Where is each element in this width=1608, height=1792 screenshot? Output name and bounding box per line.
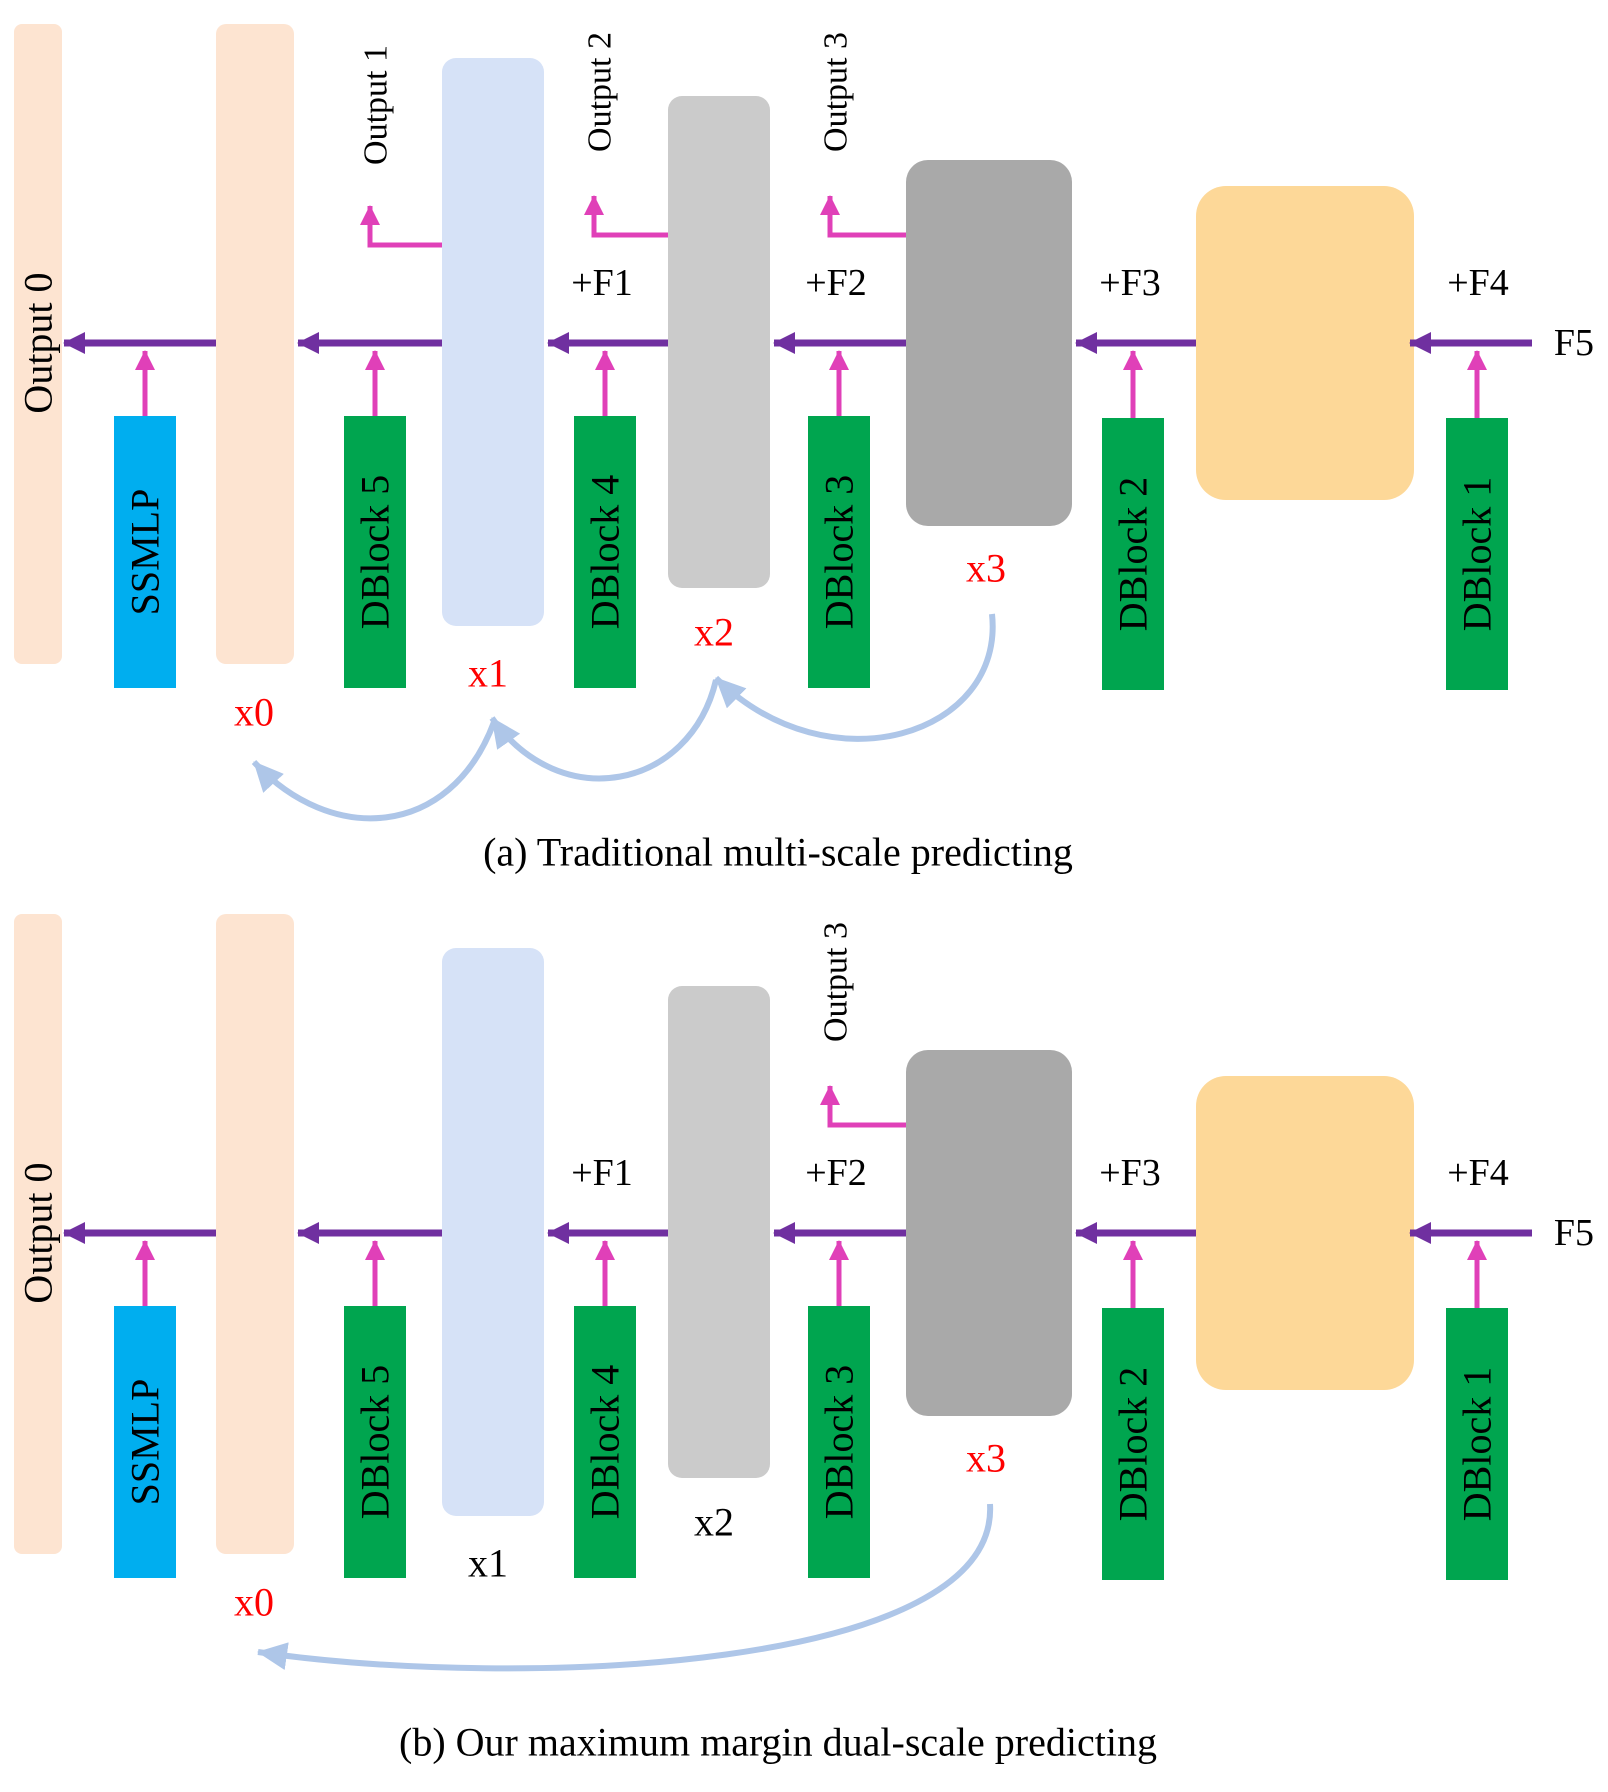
x0-feature-bar [216,914,294,1554]
label-x2: x2 [694,1500,734,1545]
feature-label-2: +F2 [805,262,867,304]
caption-b: (b) Our maximum margin dual-scale predic… [399,1720,1157,1765]
feature-label-1: +F1 [571,262,633,304]
panel-b: SSMLP DBlock 5 DBlock 4 DBlock 3 DBlock 2 DBl… [14,914,1594,1765]
skip-arrow-x1-x0 [251,720,497,822]
output0-bar [14,24,62,664]
caption-a: (a) Traditional multi-scale predicting [483,830,1073,875]
label-x1: x1 [468,651,508,696]
x2-feature-bar [668,986,770,1478]
dblock-2 [1102,1308,1164,1580]
dblock-5 [344,1306,406,1578]
input-f5-label: F5 [1554,322,1594,364]
dblock-5-label: DBlock 5 [353,1365,398,1519]
bottleneck-block [1196,186,1414,500]
feature-label-4: +F4 [1447,1152,1509,1194]
label-x0: x0 [234,1580,274,1625]
ssmlp-block [114,416,176,688]
side-output-label-output3: Output 3 [818,922,855,1042]
dblock-4-label: DBlock 4 [583,475,628,629]
side-output-arrow-output3 [820,195,906,238]
dblock-5 [344,416,406,688]
dblock-3-label: DBlock 3 [817,475,862,629]
label-x0: x0 [234,690,274,735]
label-x2: x2 [694,610,734,655]
dblock-3-label: DBlock 3 [817,1365,862,1519]
x1-feature-bar [442,58,544,626]
side-output-label-output1: Output 1 [358,45,395,165]
side-output-arrow-output2 [584,195,668,238]
side-output-label-output3: Output 3 [818,32,855,152]
x3-feature-bar [906,160,1072,526]
label-x3: x3 [966,1436,1006,1481]
feature-label-4: +F4 [1447,262,1509,304]
label-x3: x3 [966,546,1006,591]
panel-a: SSMLP DBlock 5 DBlock 4 DBlock 3 DBlock 2 DBl… [14,24,1594,875]
dblock-2-label: DBlock 2 [1111,477,1156,631]
input-f5-label: F5 [1554,1212,1594,1254]
dblock-1-label: DBlock 1 [1455,477,1500,631]
dblock-4 [574,1306,636,1578]
dblock-5-label: DBlock 5 [353,475,398,629]
feature-label-1: +F1 [571,1152,633,1194]
skip-arrow-x2-x1 [489,679,719,782]
dblock-4 [574,416,636,688]
dblock-1 [1446,1308,1508,1580]
output0-bar [14,914,62,1554]
x0-feature-bar [216,24,294,664]
feature-label-3: +F3 [1099,1152,1161,1194]
side-output-arrow-output3 [820,1085,906,1128]
side-output-label-output2: Output 2 [582,32,619,152]
skip-arrow-x3-x0 [257,1503,994,1672]
output0-label: Output 0 [16,272,61,413]
ssmlp-block-label: SSMLP [123,1379,168,1506]
feature-label-2: +F2 [805,1152,867,1194]
dblock-3 [808,1306,870,1578]
label-x1: x1 [468,1541,508,1586]
ssmlp-block-label: SSMLP [123,489,168,616]
output0-label: Output 0 [16,1162,61,1303]
dblock-2-label: DBlock 2 [1111,1367,1156,1521]
bottleneck-block [1196,1076,1414,1390]
dblock-3 [808,416,870,688]
dblock-4-label: DBlock 4 [583,1365,628,1519]
x2-feature-bar [668,96,770,588]
x3-feature-bar [906,1050,1072,1416]
dblock-2 [1102,418,1164,690]
ssmlp-block [114,1306,176,1578]
feature-label-3: +F3 [1099,262,1161,304]
dblock-1-label: DBlock 1 [1455,1367,1500,1521]
side-output-arrow-output1 [360,205,442,248]
skip-arrow-x3-x2 [713,613,996,742]
dblock-1 [1446,418,1508,690]
x1-feature-bar [442,948,544,1516]
